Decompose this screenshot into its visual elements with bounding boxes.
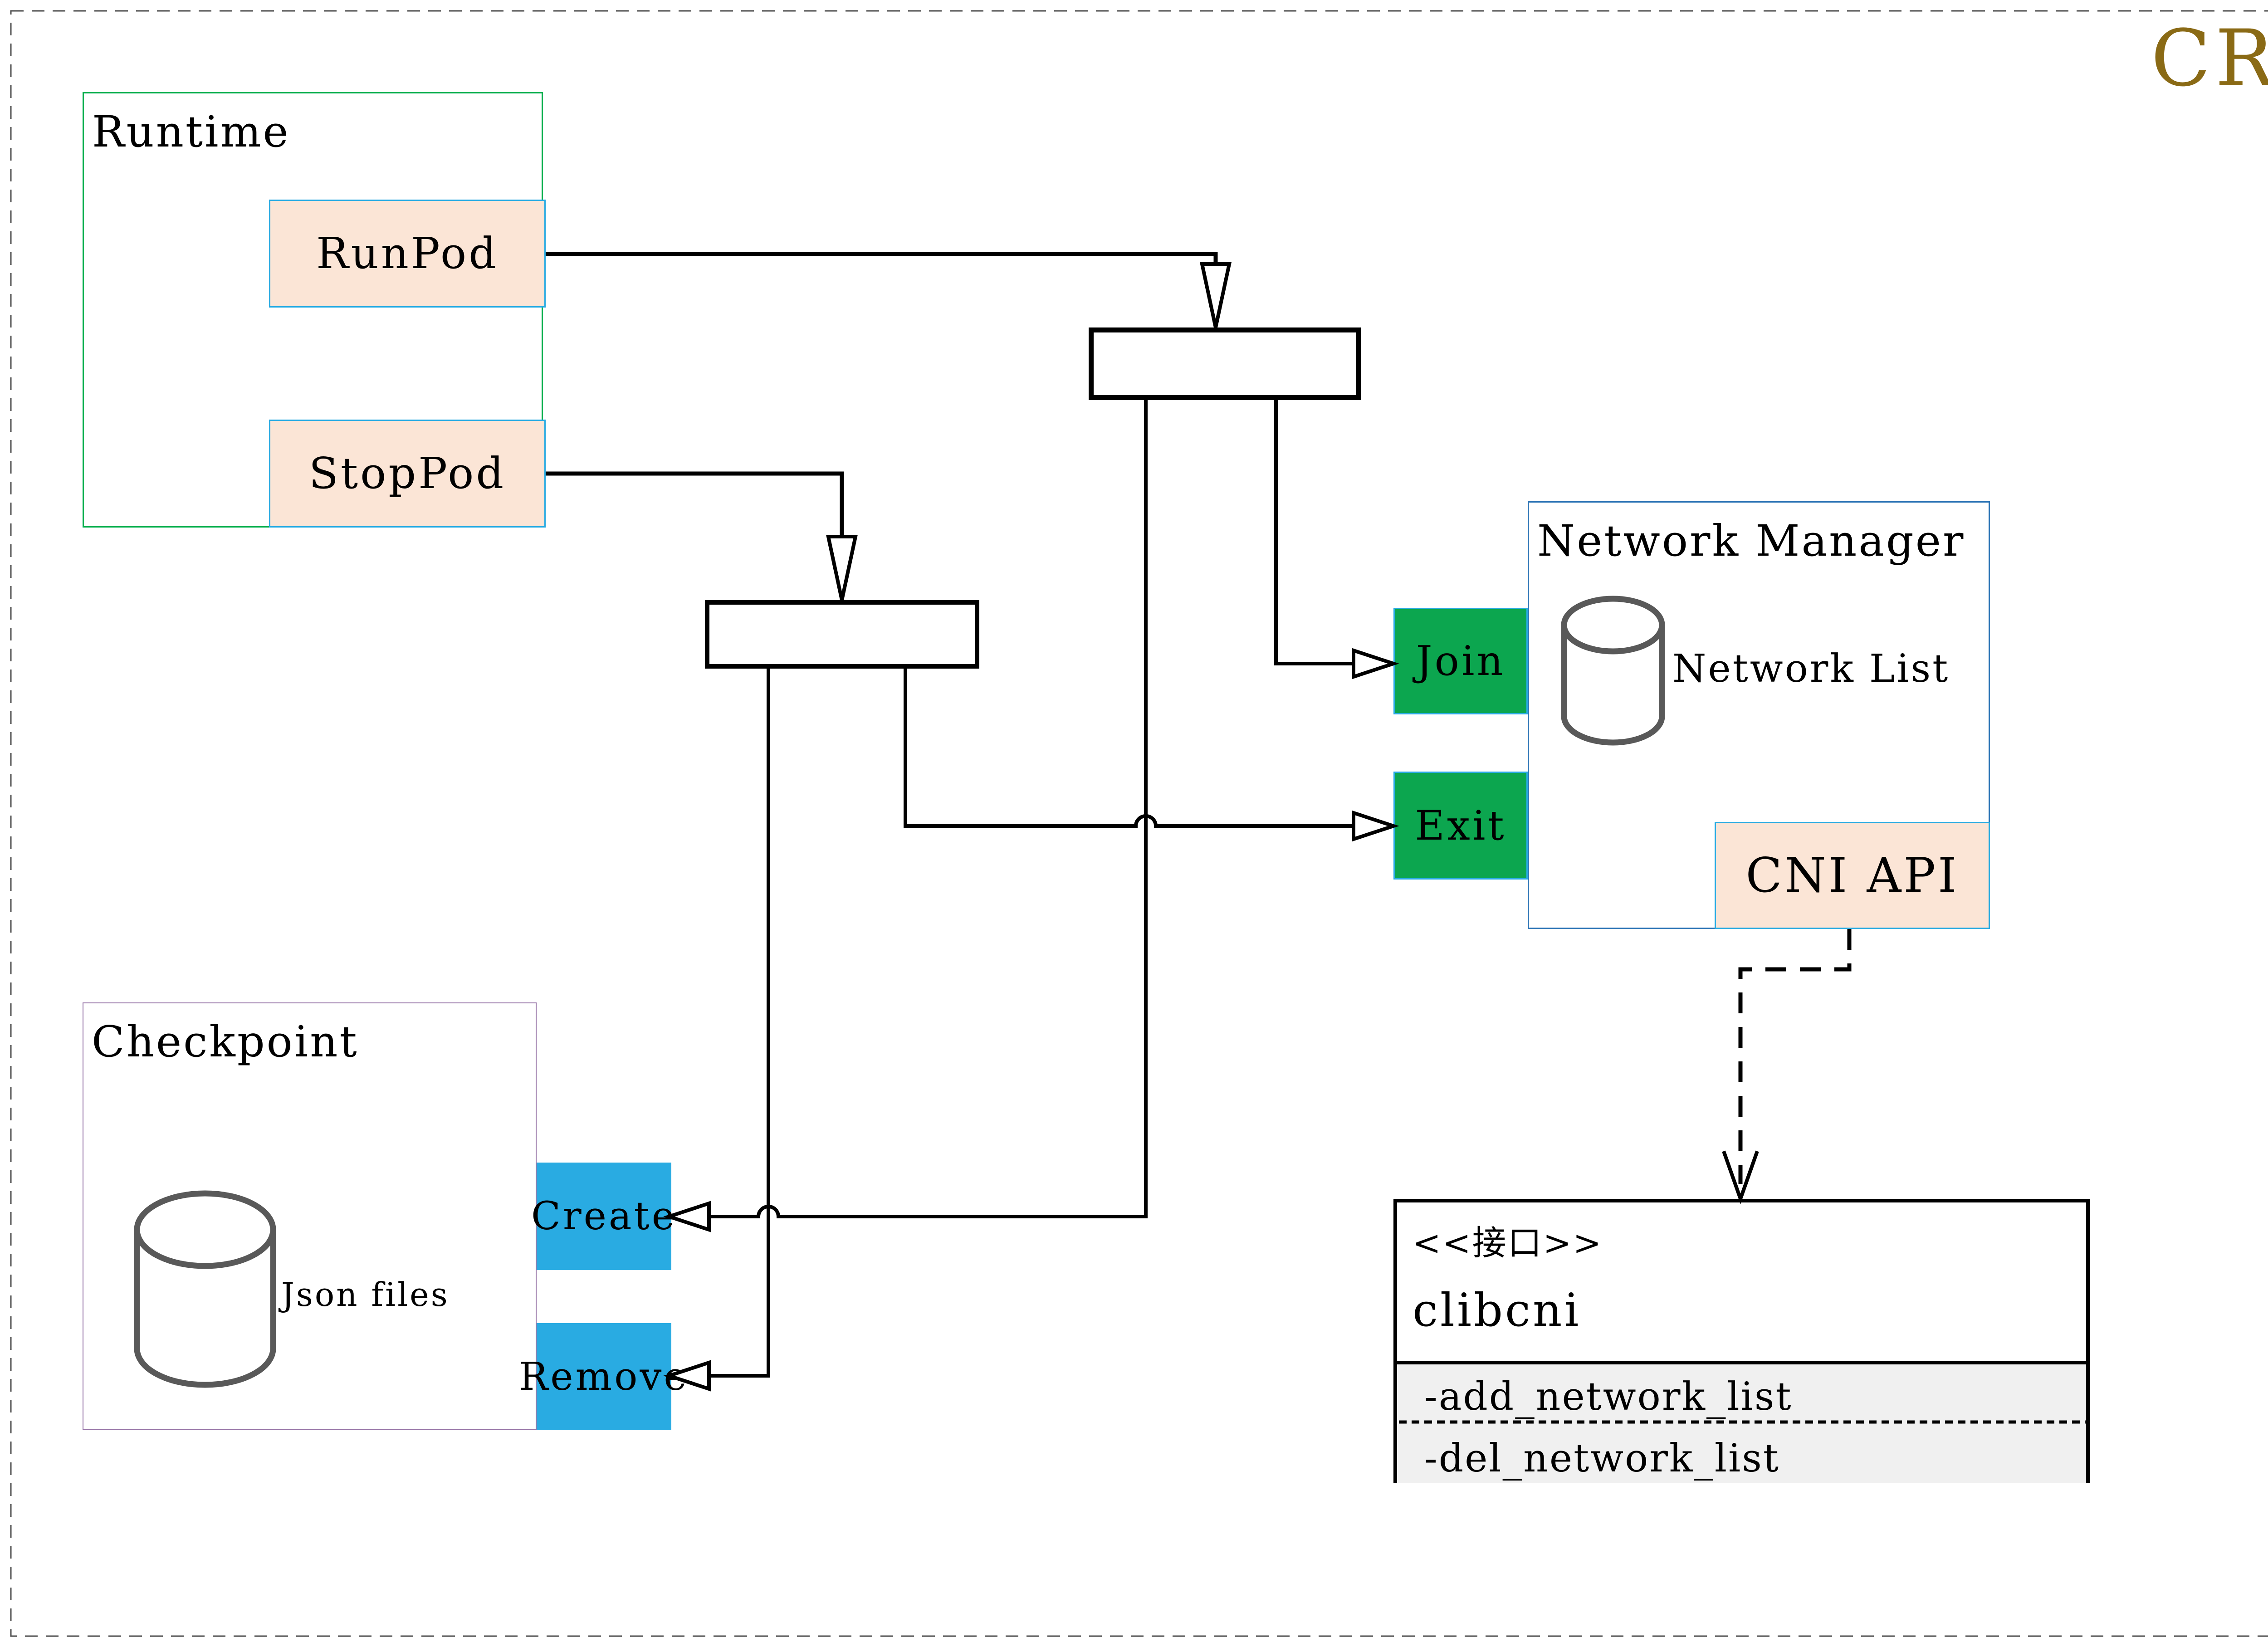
edge-cniapi-to-clibcni [1738,929,1852,1184]
clibcni-method-add: -add_network_list [1424,1374,1793,1419]
arrowhead-right-join [1352,648,1399,679]
checkpoint-title: Checkpoint [92,1017,359,1067]
stoppod-node[interactable]: StopPod [269,420,546,528]
join-node[interactable]: Join [1393,608,1528,714]
runtime-title: Runtime [92,107,290,157]
cni-api-node[interactable]: CNI API [1715,822,1990,929]
exit-label: Exit [1415,802,1506,850]
junction-bar-stoppod[interactable] [705,600,979,669]
clibcni-stereotype: <<接口>> [1413,1223,1603,1263]
clibcni-method-del: -del_network_list [1424,1436,1780,1481]
create-node[interactable]: Create [531,1163,675,1270]
edge-junction1-to-create [709,400,1148,1218]
junction-bar-runpod[interactable] [1089,327,1361,400]
json-files-label: Json files [281,1276,450,1314]
runpod-node[interactable]: RunPod [269,200,546,308]
arrowhead-down-junction2 [826,535,858,601]
diagram-title: CRI [2151,13,2268,104]
remove-node[interactable]: Remove [519,1323,687,1430]
checkpoint-container[interactable]: Checkpoint [83,1002,537,1430]
exit-node[interactable]: Exit [1393,772,1528,880]
network-list-label: Network List [1672,646,1950,691]
cni-api-label: CNI API [1745,848,1959,903]
edge-junction1-to-join [1274,400,1354,665]
create-label: Create [531,1194,677,1239]
runpod-label: RunPod [316,229,499,279]
edge-junction2-to-remove [709,669,770,1378]
clibcni-method-section: -add_network_list -del_network_list [1397,1361,2086,1483]
arrowhead-down-junction1 [1200,262,1232,328]
clibcni-interface-node[interactable]: <<接口>> clibcni -add_network_list -del_ne… [1393,1199,2090,1483]
edge-stoppod-to-junction2 [546,471,844,537]
edge-runpod-to-junction1 [546,252,1218,264]
stoppod-label: StopPod [308,449,506,498]
clibcni-name: clibcni [1413,1284,1581,1337]
clibcni-header: <<接口>> clibcni [1397,1202,2086,1361]
arrowhead-right-exit [1352,810,1399,842]
remove-label: Remove [519,1354,689,1399]
network-manager-title: Network Manager [1537,516,1965,566]
edge-junction2-to-exit [904,669,1354,828]
arrowhead-open-clibcni [1722,1150,1759,1205]
join-label: Join [1416,637,1505,685]
